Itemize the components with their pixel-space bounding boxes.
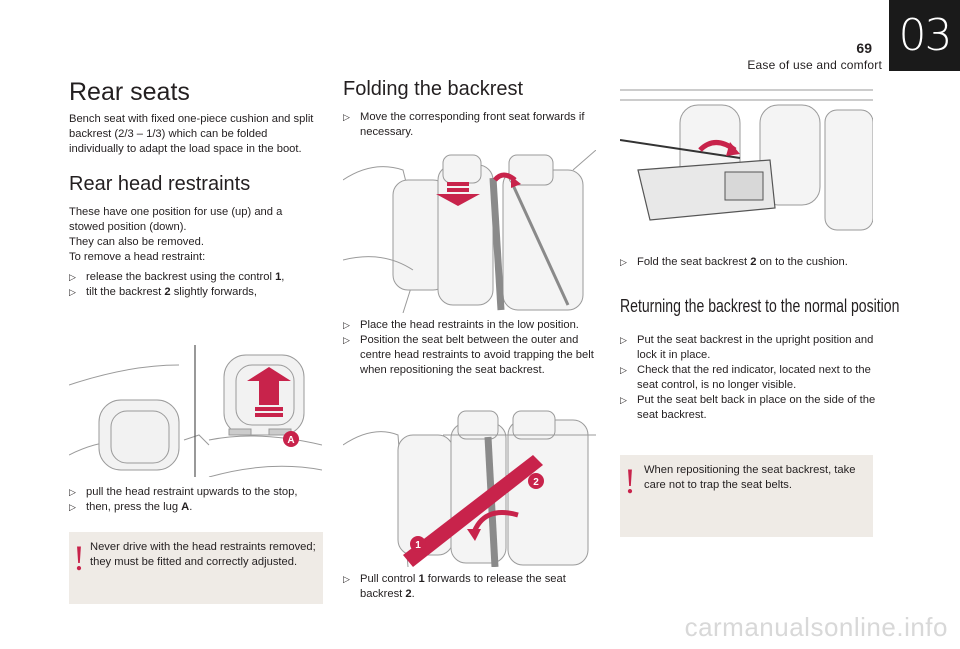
bullet-list-a: ▷ release the backrest using the control… <box>69 270 324 300</box>
warning-text: When repositioning the seat backrest, ta… <box>644 464 856 491</box>
chapter-tab: 03 <box>889 0 960 71</box>
list-item: ▷ then, press the lug A. <box>69 501 193 513</box>
arrow-bullet-icon: ▷ <box>620 395 627 405</box>
head-intro-line-2: They can also be removed. <box>69 236 204 248</box>
list-item: ▷ Position the seat belt between the out… <box>343 334 594 376</box>
list-item: ▷ Put the seat belt back in place on the… <box>620 394 876 421</box>
arrow-bullet-icon: ▷ <box>69 502 76 512</box>
label-1: 1 <box>415 540 421 551</box>
illustration-lower-head-restraints <box>343 150 596 313</box>
exclamation-icon: ! <box>73 538 85 578</box>
head-restraints-intro: These have one position for use (up) and… <box>69 205 319 265</box>
bullet-list-b: ▷ pull the head restraint upwards to the… <box>69 485 324 515</box>
arrow-bullet-icon: ▷ <box>343 574 350 584</box>
warning-box-seat-belts: ! When repositioning the seat backrest, … <box>620 455 873 537</box>
section-title-head-restraints: Rear head restraints <box>69 173 251 195</box>
arrow-bullet-icon: ▷ <box>343 320 350 330</box>
bullet-list-folding-1: ▷ Move the corresponding front seat forw… <box>343 110 598 140</box>
pull-strap-arrow-icon <box>403 455 543 567</box>
warning-box-head-restraints: ! Never drive with the head restraints r… <box>69 532 323 604</box>
label-a: A <box>287 435 294 446</box>
arrow-bullet-icon: ▷ <box>69 287 76 297</box>
arrow-bullet-icon: ▷ <box>69 487 76 497</box>
down-arrow-icon <box>436 182 480 206</box>
list-item: ▷ Pull control 1 forwards to release the… <box>343 573 566 600</box>
list-item: ▷ Move the corresponding front seat forw… <box>343 111 585 138</box>
head-intro-line-3: To remove a head restraint: <box>69 251 206 263</box>
up-arrow-icon <box>247 367 291 417</box>
arrow-bullet-icon: ▷ <box>620 257 627 267</box>
arrow-bullet-icon: ▷ <box>620 335 627 345</box>
watermark: carmanualsonline.info <box>684 612 948 642</box>
arrow-bullet-icon: ▷ <box>620 365 627 375</box>
list-item: ▷ Fold the seat backrest 2 on to the cus… <box>620 256 848 268</box>
page-title: Rear seats <box>69 78 190 106</box>
illustration-release-backrest: 2 1 <box>343 405 596 567</box>
head-intro-line-1: These have one position for use (up) and… <box>69 206 283 233</box>
label-2-badge <box>528 473 544 489</box>
bullet-list-fold: ▷ Fold the seat backrest 2 on to the cus… <box>620 255 878 270</box>
exclamation-icon: ! <box>624 461 636 501</box>
chapter-title: Ease of use and comfort <box>747 58 882 72</box>
intro-paragraph: Bench seat with fixed one-piece cushion … <box>69 113 314 155</box>
label-a-badge <box>283 431 299 447</box>
bullet-list-folding-2: ▷ Place the head restraints in the low p… <box>343 318 601 378</box>
arrow-bullet-icon: ▷ <box>69 272 76 282</box>
page-number: 69 <box>856 40 872 56</box>
bullet-list-returning: ▷ Put the seat backrest in the upright p… <box>620 333 878 423</box>
list-item: ▷ Place the head restraints in the low p… <box>343 319 579 331</box>
section-title-folding: Folding the backrest <box>343 78 524 100</box>
arrow-bullet-icon: ▷ <box>343 112 350 122</box>
section-title-returning: Returning the backrest to the normal pos… <box>620 296 900 316</box>
list-item: ▷ Check that the red indicator, located … <box>620 364 871 391</box>
list-item: ▷ tilt the backrest 2 slightly forwards, <box>69 286 258 298</box>
list-item: ▷ release the backrest using the control… <box>69 271 285 283</box>
illustration-head-restraint-removal: A <box>69 345 322 477</box>
list-item: ▷ Put the seat backrest in the upright p… <box>620 334 874 361</box>
arrow-bullet-icon: ▷ <box>343 335 350 345</box>
illustration-folded-backrest <box>620 80 873 245</box>
warning-text: Never drive with the head restraints rem… <box>90 541 316 568</box>
label-1-badge <box>410 536 426 552</box>
label-2: 2 <box>533 477 539 488</box>
bullet-list-folding-3: ▷ Pull control 1 forwards to release the… <box>343 572 598 602</box>
list-item: ▷ pull the head restraint upwards to the… <box>69 486 298 498</box>
